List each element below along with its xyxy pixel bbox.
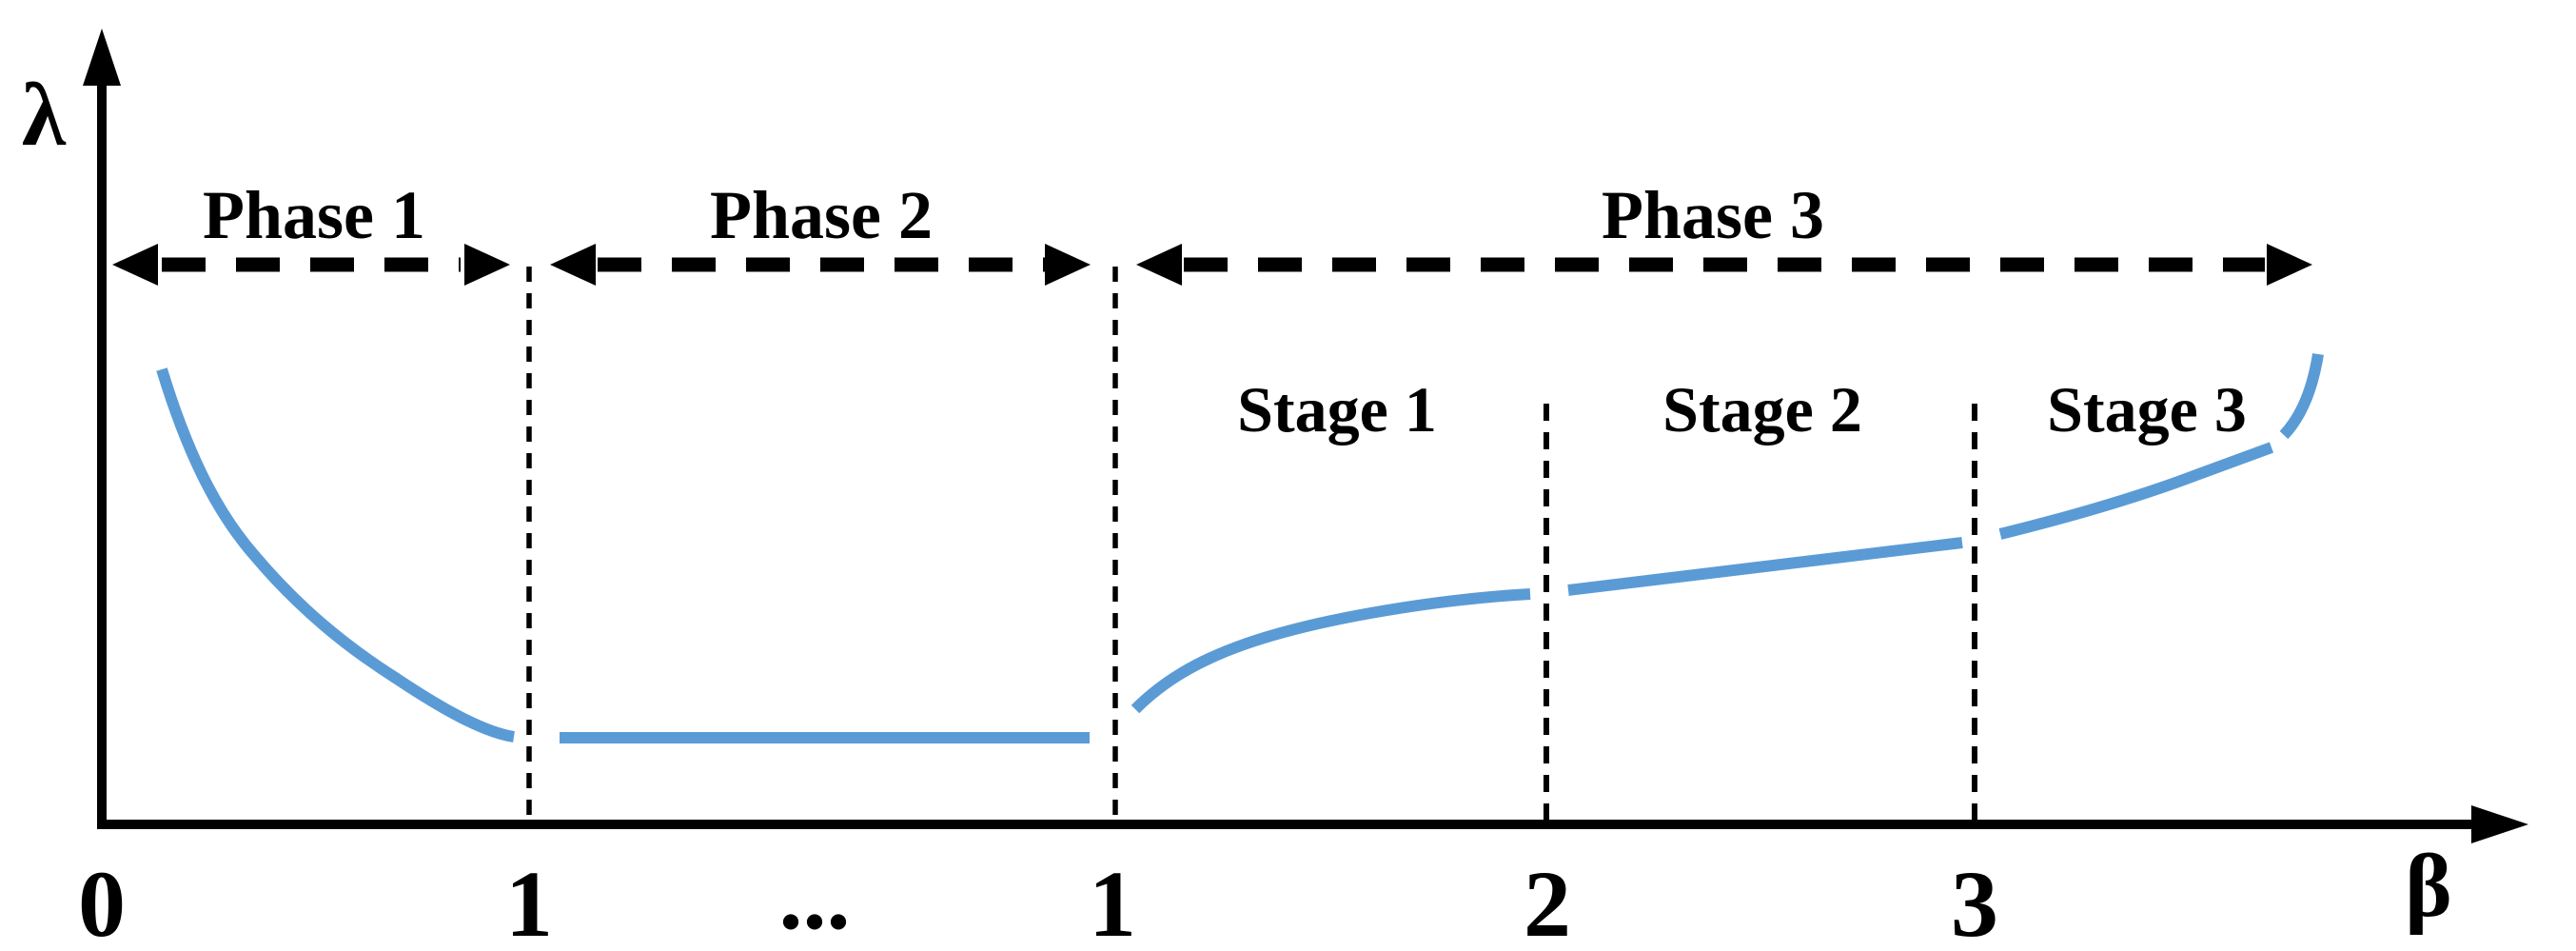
y-axis-arrowhead-icon	[83, 29, 121, 86]
phase2-arrow-left-head-icon	[550, 244, 596, 286]
phase1-label: Phase 1	[203, 177, 425, 253]
x-tick-1-second: 1	[1089, 851, 1136, 951]
phase2-arrow-right-head-icon	[1045, 244, 1091, 286]
x-tick-2: 2	[1524, 851, 1571, 951]
phase3-label: Phase 3	[1602, 177, 1824, 253]
phase3-arrow-left-head-icon	[1136, 244, 1182, 286]
stage2-label: Stage 2	[1662, 373, 1862, 446]
curve-phase1-decay	[156, 367, 516, 743]
phase3-arrow-right-head-icon	[2267, 244, 2312, 286]
phase1-arrow-right-head-icon	[464, 244, 510, 286]
y-axis-label: λ	[22, 66, 67, 165]
phase3-range-arrow	[1136, 244, 2312, 286]
x-axis	[97, 805, 2528, 843]
x-tick-3: 3	[1951, 851, 1998, 951]
y-axis	[83, 29, 121, 829]
x-tick-1-first: 1	[505, 851, 553, 951]
curve-stage3-divergence-tip	[2279, 353, 2324, 440]
curve-stage3-upturn	[1998, 442, 2274, 540]
phase1-arrow-left-head-icon	[112, 244, 158, 286]
stage1-label: Stage 1	[1237, 373, 1437, 446]
x-axis-label: β	[2405, 837, 2452, 936]
stage3-label: Stage 3	[2047, 373, 2247, 446]
curve-stage2-slope	[1567, 537, 1963, 596]
x-tick-ellipsis: ...	[779, 843, 851, 949]
phase2-range-arrow	[550, 244, 1091, 286]
curve-stage1-rise	[1131, 588, 1531, 714]
x-tick-0: 0	[78, 851, 126, 951]
phase1-range-arrow	[112, 244, 510, 286]
x-axis-arrowhead-icon	[2471, 805, 2528, 843]
phase2-label: Phase 2	[710, 177, 933, 253]
